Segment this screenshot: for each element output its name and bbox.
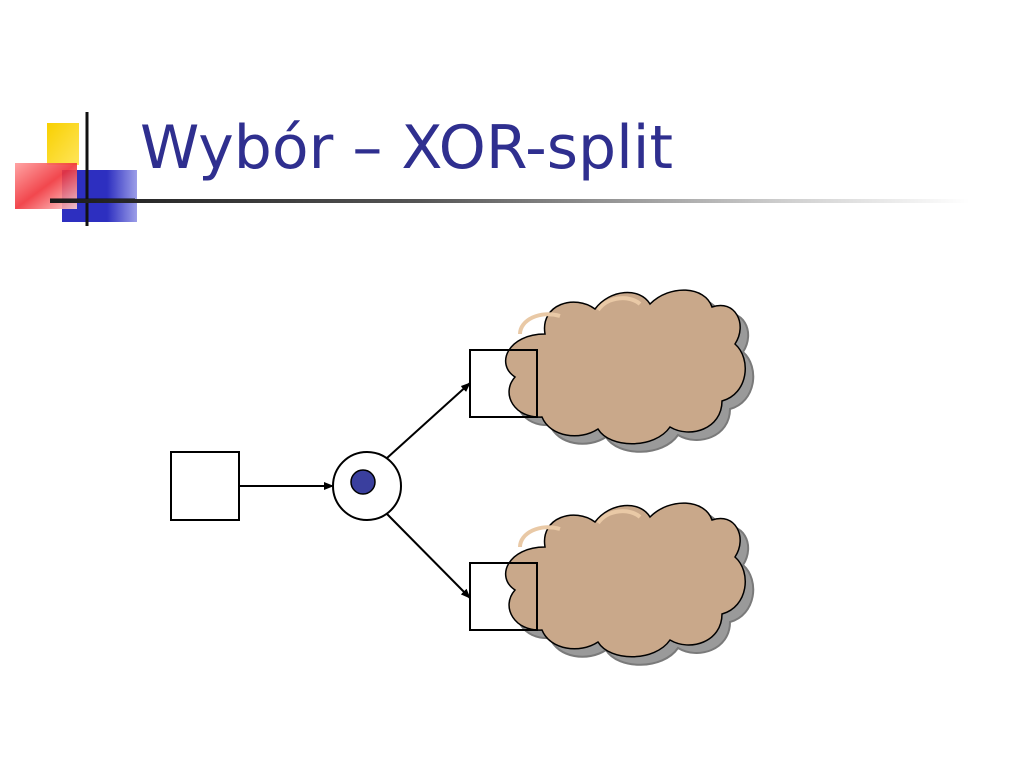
cloud-lower	[504, 502, 755, 666]
title-divider	[50, 199, 970, 203]
page-title: Wybór – XOR-split	[140, 113, 673, 183]
arc-place-to-lower	[386, 513, 471, 599]
token	[350, 469, 376, 495]
arc-place-to-upper	[386, 382, 471, 459]
transition-upper	[469, 349, 538, 418]
transition-lower	[469, 562, 538, 631]
transition-input	[170, 451, 240, 521]
cloud-upper	[504, 289, 755, 453]
